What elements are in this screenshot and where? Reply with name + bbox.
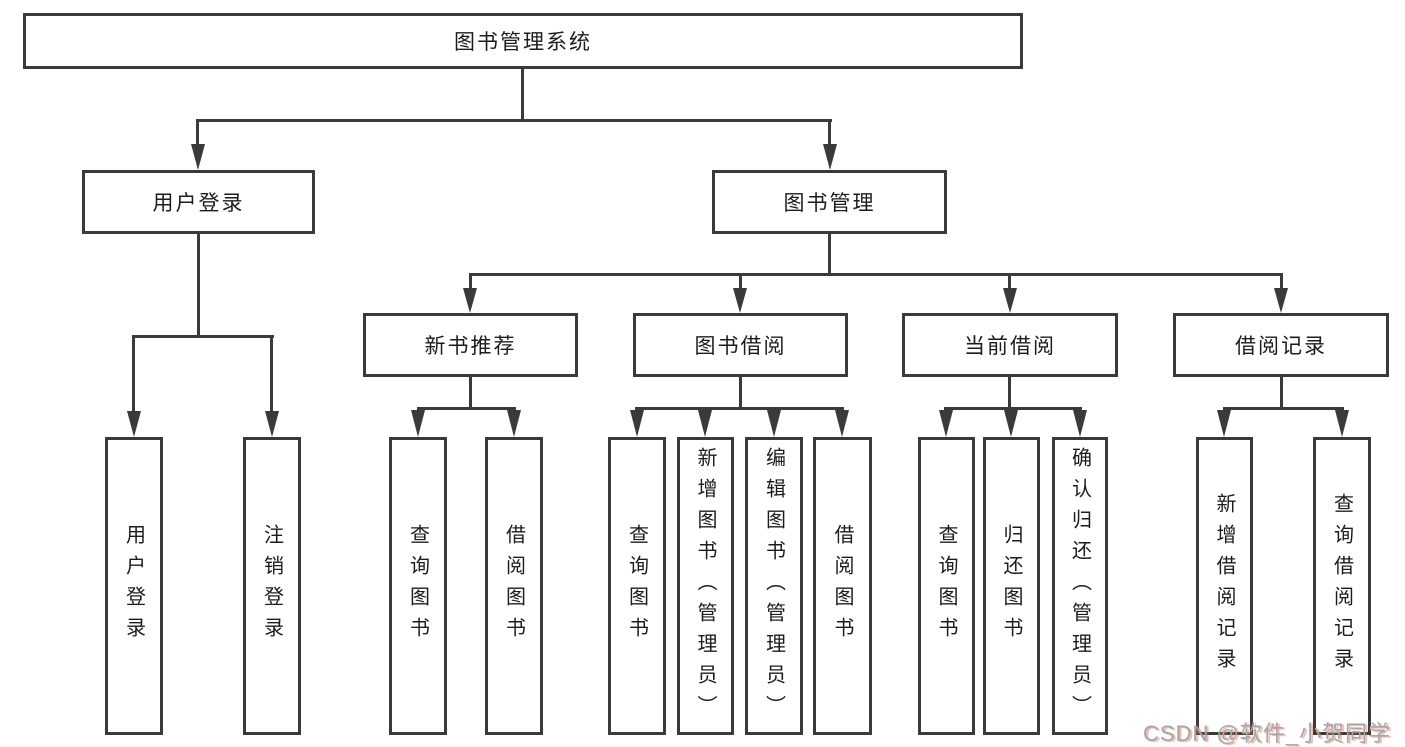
node-book-management-label: 图书管理 <box>783 192 876 215</box>
connector-newbookrec-stub <box>469 276 472 290</box>
leaf-borrow-books-1: 借阅图书 <box>485 437 543 735</box>
leaf-edit-book-admin: 编辑图书（管理员） <box>745 437 803 735</box>
node-book-management: 图书管理 <box>712 170 947 234</box>
leaf-add-book-admin: 新增图书（管理员） <box>677 437 734 735</box>
arrow-down-icon <box>630 410 644 437</box>
arrow-down-icon <box>1335 410 1349 437</box>
connector-borrowrecords-drop <box>1280 377 1283 409</box>
connector-bookborrow-children-branch <box>635 407 844 410</box>
node-root: 图书管理系统 <box>23 13 1023 69</box>
connector-level2-branch <box>196 119 832 122</box>
arrow-down-icon <box>1003 288 1017 313</box>
arrow-down-icon <box>507 410 521 437</box>
leaf-return-book: 归还图书 <box>983 437 1040 735</box>
connector-bookmgmt-drop <box>828 234 831 275</box>
connector-borrowrecords-stub <box>1280 276 1283 290</box>
connector-userlogin-drop <box>197 234 200 337</box>
node-user-login-label: 用户登录 <box>152 192 245 215</box>
connector-currentborrow-drop <box>1008 377 1011 409</box>
arrow-down-icon <box>823 144 837 170</box>
leaf-logout: 注销登录 <box>243 437 301 735</box>
connector-root-drop <box>521 69 524 122</box>
leaf-borrow-books-2: 借阅图书 <box>813 437 872 735</box>
leaf-user-login-label: 用户登录 <box>122 524 145 648</box>
leaf-borrow-books-2-label: 借阅图书 <box>831 524 853 648</box>
leaf-add-borrow-record-label: 新增借阅记录 <box>1213 493 1235 679</box>
leaf-confirm-return-admin-label: 确认归还（管理员） <box>1068 446 1091 726</box>
connector-newbookrec-children-branch <box>417 407 516 410</box>
arrow-down-icon <box>939 410 953 437</box>
arrow-down-icon <box>733 288 747 313</box>
leaf-return-book-label: 归还图书 <box>1000 524 1022 648</box>
arrow-down-icon <box>265 411 279 437</box>
connector-bookmgmt-stub <box>828 122 831 146</box>
node-new-book-recommend: 新书推荐 <box>363 313 578 377</box>
arrow-down-icon <box>767 410 781 437</box>
leaf-add-book-admin-label: 新增图书（管理员） <box>694 446 716 726</box>
leaf-query-books-1: 查询图书 <box>389 437 447 735</box>
connector-userlogin-stub <box>196 122 199 146</box>
connector-bookborrow-drop <box>739 377 742 409</box>
connector-level3-branch <box>469 273 1283 276</box>
csdn-watermark: CSDN @软件_小贺同学 <box>1142 721 1391 746</box>
arrow-down-icon <box>835 410 849 437</box>
leaf-confirm-return-admin: 确认归还（管理员） <box>1052 437 1108 735</box>
leaf-query-borrow-record-label: 查询借阅记录 <box>1330 493 1353 679</box>
leaf-edit-book-admin-label: 编辑图书（管理员） <box>762 446 785 726</box>
node-current-borrowing-label: 当前借阅 <box>964 335 1056 358</box>
leaf-borrow-books-1-label: 借阅图书 <box>502 524 525 648</box>
node-new-book-recommend-label: 新书推荐 <box>424 335 517 358</box>
node-borrowing-records-label: 借阅记录 <box>1235 335 1327 358</box>
connector-currentborrow-stub <box>1008 276 1011 290</box>
arrow-down-icon <box>1217 410 1231 437</box>
arrow-down-icon <box>127 411 141 437</box>
node-book-borrowing-label: 图书借阅 <box>694 335 787 358</box>
leaf-logout-label: 注销登录 <box>260 524 283 648</box>
leaf-query-books-2-label: 查询图书 <box>625 524 648 648</box>
leaf-query-books-2: 查询图书 <box>608 437 666 735</box>
node-current-borrowing: 当前借阅 <box>902 313 1118 377</box>
leaf-query-books-3-label: 查询图书 <box>935 524 957 648</box>
connector-leaf-userlogin-drop <box>132 338 135 412</box>
arrow-down-icon <box>1004 410 1018 437</box>
arrow-down-icon <box>1073 410 1087 437</box>
arrow-down-icon <box>191 144 205 170</box>
arrow-down-icon <box>411 410 425 437</box>
node-borrowing-records: 借阅记录 <box>1173 313 1389 377</box>
node-user-login: 用户登录 <box>82 170 315 234</box>
arrow-down-icon <box>1274 288 1288 313</box>
connector-bookborrow-stub <box>739 276 742 290</box>
connector-newbookrec-drop <box>469 377 472 409</box>
connector-leaf-logout-drop <box>270 338 273 412</box>
connector-currentborrow-children-branch <box>944 407 1082 410</box>
arrow-down-icon <box>698 410 712 437</box>
leaf-query-books-3: 查询图书 <box>918 437 975 735</box>
node-root-label: 图书管理系统 <box>454 31 592 54</box>
leaf-user-login: 用户登录 <box>105 437 163 735</box>
arrow-down-icon <box>463 288 477 313</box>
leaf-query-borrow-record: 查询借阅记录 <box>1313 437 1371 735</box>
leaf-add-borrow-record: 新增借阅记录 <box>1196 437 1253 735</box>
connector-userlogin-children-branch <box>132 335 274 338</box>
leaf-query-books-1-label: 查询图书 <box>406 524 429 648</box>
connector-borrowrecords-children-branch <box>1223 407 1344 410</box>
node-book-borrowing: 图书借阅 <box>633 313 848 377</box>
